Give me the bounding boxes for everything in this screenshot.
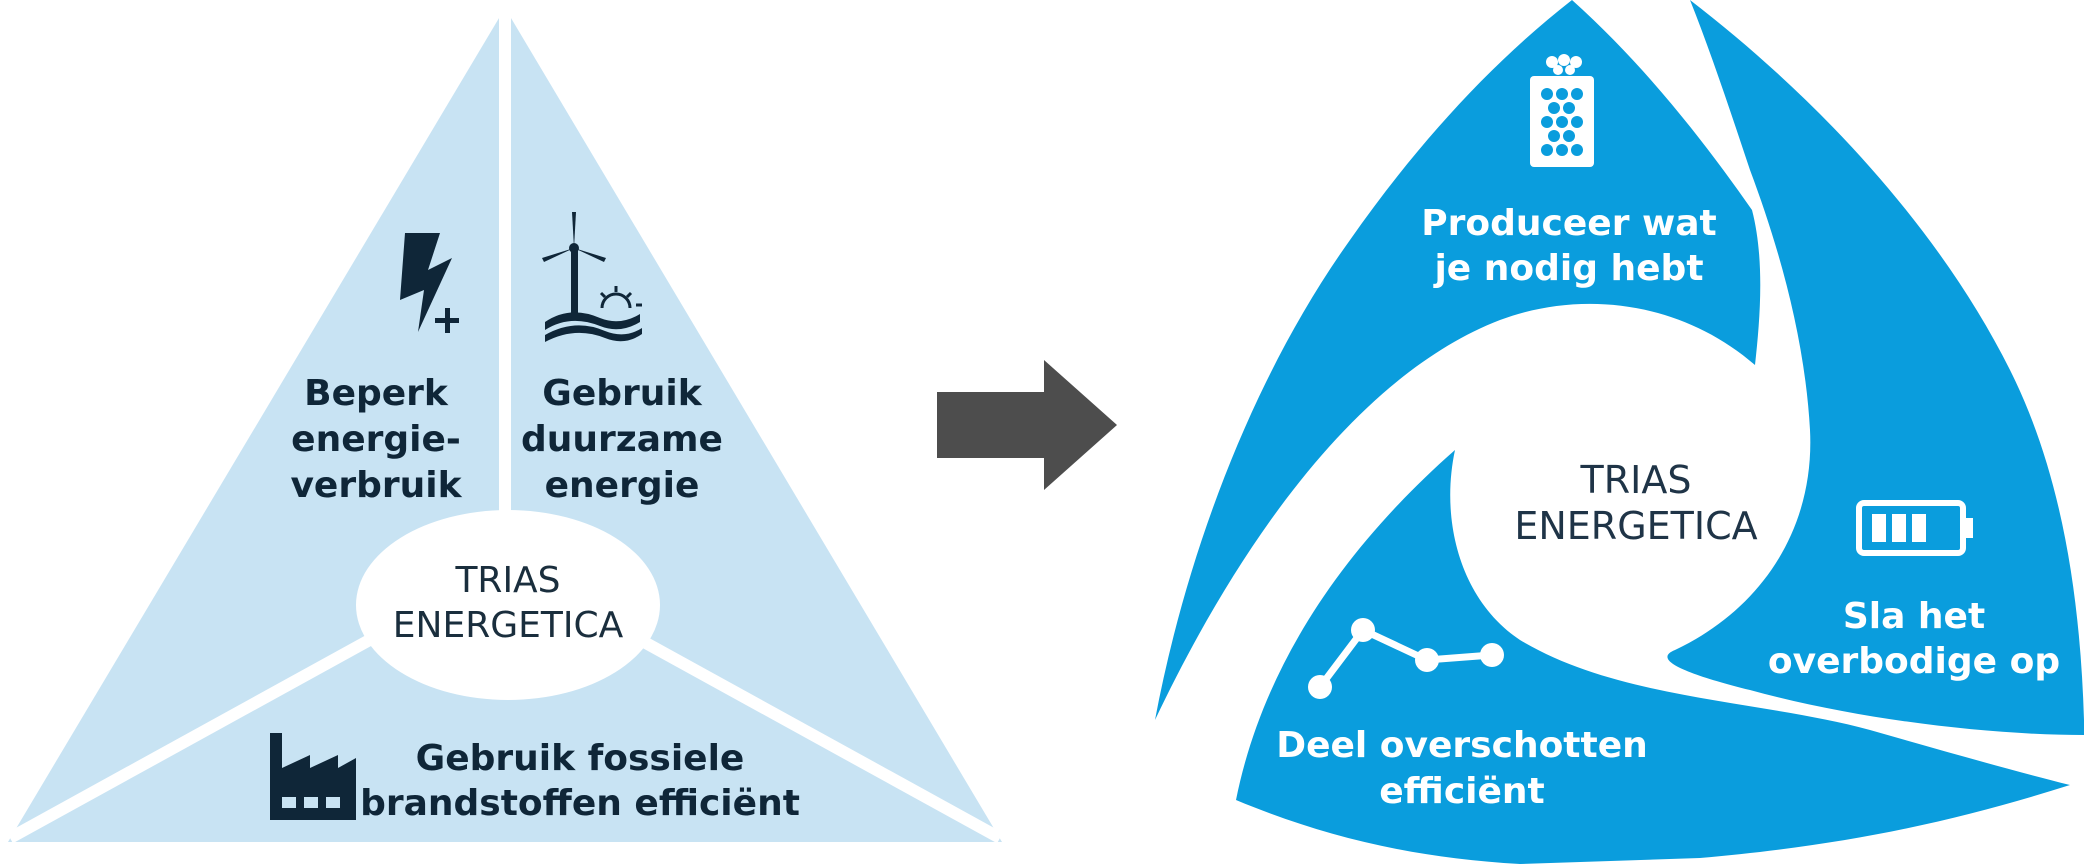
segment-top-line2: je nodig hebt	[1432, 248, 1703, 289]
wind-turbine-sun-icon	[542, 212, 642, 342]
segment-top-left-line2: energie-	[291, 419, 461, 460]
segment-right-line1: Sla het	[1843, 596, 1985, 637]
segment-bottom-line2: brandstoffen efficiënt	[360, 783, 800, 824]
segment-top-right-line2: duurzame	[521, 419, 723, 460]
cell-stack-icon	[1530, 54, 1594, 167]
swirl-blade-right	[1667, 0, 2084, 735]
center-ellipse	[356, 510, 660, 700]
arrow-right-icon	[937, 360, 1117, 490]
segment-bottom-line1: Deel overschotten	[1276, 725, 1648, 766]
lightning-plus-icon	[400, 233, 459, 333]
center-label-line1: TRIAS	[1580, 458, 1692, 502]
segment-top-right-line3: energie	[545, 465, 700, 506]
divider-left	[7, 631, 378, 844]
right-swirl-diagram: TRIAS ENERGETICA Produceer wat je nodig …	[1155, 0, 2084, 864]
swirl-blade-top	[1155, 0, 1761, 720]
segment-top-right-line1: Gebruik	[542, 373, 702, 414]
segment-right-line2: overbodige op	[1768, 641, 2060, 682]
segment-bottom-line1: Gebruik fossiele	[416, 738, 745, 779]
segment-top-left-line1: Beperk	[304, 373, 449, 414]
factory-icon	[270, 733, 356, 820]
left-triangle-diagram: TRIAS ENERGETICA Beperk energie- verbrui…	[7, 0, 1003, 844]
segment-top-line1: Produceer wat	[1421, 203, 1717, 244]
network-nodes-icon	[1308, 618, 1504, 699]
segment-bottom-line2: efficiënt	[1379, 771, 1545, 812]
center-label-line1: TRIAS	[454, 560, 560, 601]
battery-icon	[1856, 500, 1973, 556]
center-label-line2: ENERGETICA	[393, 605, 624, 646]
segment-top-left-line3: verbruik	[290, 465, 462, 506]
divider-right	[632, 631, 1003, 844]
center-label-line2: ENERGETICA	[1514, 504, 1757, 548]
swirl-blade-bottom	[1236, 450, 2070, 864]
